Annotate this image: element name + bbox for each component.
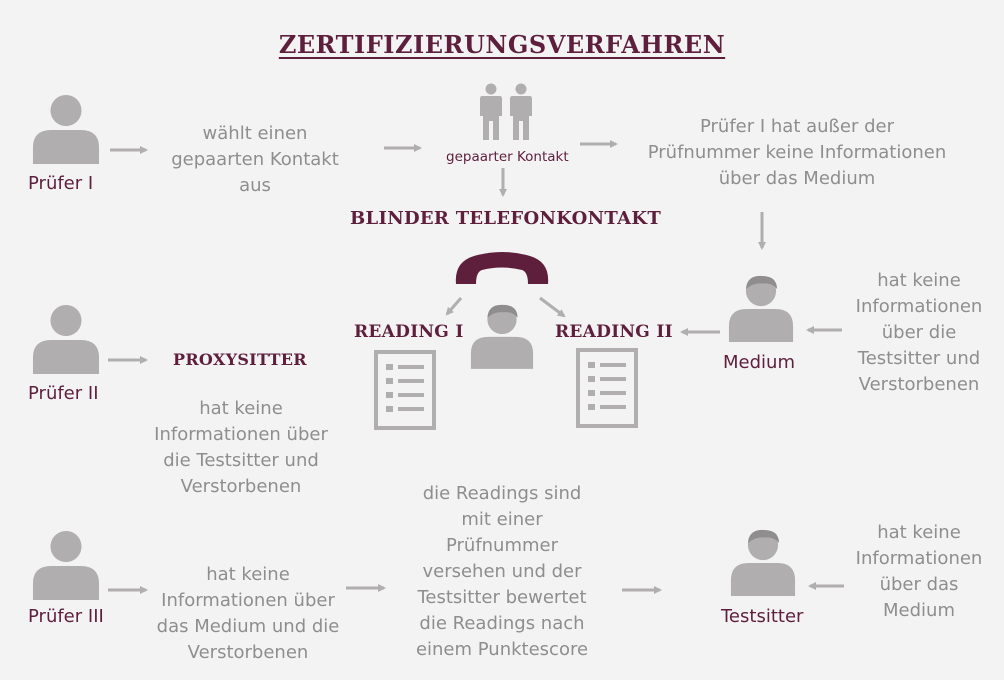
pruefer3-person-icon [32,530,100,600]
readings-scored-text: die Readings sind mit einer Prüfnummer v… [415,483,589,660]
pruefer1-label: Prüfer I [28,173,94,194]
pruefer1-info-text: Prüfer I hat außer der Prüfnummer keine … [647,116,947,189]
center-person-icon [470,300,534,372]
telephone-icon [455,252,549,284]
pruefer1-person-icon [32,94,100,164]
medium-label: Medium [723,352,795,373]
proxysitter-info-text: hat keine Informationen über die Testsit… [154,398,328,497]
arrow-phone-reading2 [539,296,566,318]
pruefer2-person-icon [32,304,100,374]
testsitter-person-icon [730,526,796,598]
reading2-document-icon [576,348,638,428]
testsitter-info-text: hat keine Informationen über das Medium [855,522,983,621]
medium-info-text: hat keine Informationen über die Testsit… [855,270,983,395]
pruefer3-label: Prüfer III [28,606,104,627]
blind-contact-heading: BLINDER TELEFONKONTAKT [350,208,662,229]
reading1-heading: READING I [354,322,464,342]
testsitter-label: Testsitter [721,606,804,627]
choose-contact-text: wählt einen gepaarten Kontakt aus [171,123,339,196]
arrow-phone-reading1 [445,297,463,316]
proxysitter-heading: PROXYSITTER [173,350,307,369]
pruefer2-label: Prüfer II [28,383,99,404]
reading1-document-icon [374,350,436,430]
reading2-heading: READING II [555,322,673,342]
medium-person-icon [728,272,794,344]
pruefer3-info-text: hat keine Informationen über das Medium … [156,564,340,663]
page-title: ZERTIFIZIERUNGSVERFAHREN [278,30,726,59]
paired-contact-label: gepaarter Kontakt [446,149,569,165]
paired-people-icon [480,83,532,140]
